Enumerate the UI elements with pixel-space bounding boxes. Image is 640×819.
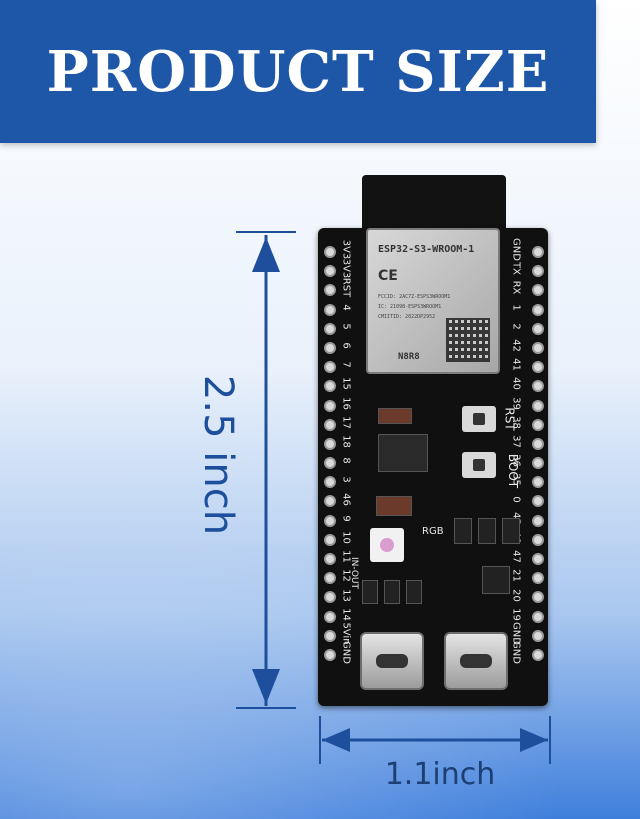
header-pin bbox=[532, 399, 544, 412]
header-pin bbox=[324, 380, 336, 393]
header-pin bbox=[532, 495, 544, 508]
header-pin bbox=[324, 399, 336, 412]
rst-button bbox=[462, 406, 496, 432]
header-pin bbox=[532, 553, 544, 565]
header-pin bbox=[324, 553, 336, 565]
header-pin bbox=[532, 246, 544, 258]
header-pin bbox=[324, 322, 336, 335]
module-cert-3: CMIITID: 2022DP2952 bbox=[378, 314, 436, 320]
header-pin bbox=[532, 610, 544, 623]
height-label: 2.5 inch bbox=[195, 374, 241, 536]
usb-uart-chip bbox=[482, 566, 510, 594]
module-cert-2: IC: 21098-ESPS3WROOM1 bbox=[378, 304, 442, 310]
smd-part-3 bbox=[502, 518, 520, 544]
pin-label: GND bbox=[340, 641, 352, 665]
header-pin bbox=[324, 495, 336, 508]
header-pin bbox=[324, 629, 336, 642]
header-pin bbox=[532, 265, 544, 278]
diode-2 bbox=[384, 580, 400, 604]
capacitor-2 bbox=[376, 496, 412, 516]
header-pin bbox=[324, 457, 336, 470]
height-arrow-head-up bbox=[252, 237, 280, 272]
header-pin bbox=[324, 341, 336, 354]
boot-label: BOOT bbox=[506, 453, 521, 489]
header-pin bbox=[324, 476, 336, 489]
capacitor bbox=[378, 408, 412, 424]
header-pin bbox=[532, 418, 544, 431]
header-banner: PRODUCT SIZE bbox=[0, 0, 596, 143]
rst-label: RST bbox=[502, 407, 517, 431]
header-pin bbox=[324, 533, 336, 546]
header-pin bbox=[324, 303, 336, 316]
header-pin bbox=[532, 514, 544, 527]
rgb-label: RGB bbox=[422, 526, 444, 537]
diode-1 bbox=[362, 580, 378, 604]
header-pin bbox=[532, 284, 544, 297]
voltage-regulator bbox=[378, 434, 428, 472]
header-pin bbox=[324, 610, 336, 623]
usb-c-port-left bbox=[360, 632, 424, 690]
module-cert-1: FCCID: 2AC7Z-ESPS3WROOM1 bbox=[378, 294, 451, 300]
esp32-module: ESP32-S3-WROOM-1 CE FCCID: 2AC7Z-ESPS3WR… bbox=[366, 228, 500, 374]
width-arrow-head-right bbox=[520, 728, 548, 752]
boot-button bbox=[462, 452, 496, 478]
header-pin bbox=[532, 341, 544, 354]
header-pin bbox=[324, 284, 336, 297]
diode-3 bbox=[406, 580, 422, 604]
module-name: ESP32-S3-WROOM-1 bbox=[378, 244, 475, 255]
header-pin bbox=[532, 322, 544, 335]
header-pin bbox=[532, 437, 544, 450]
smd-part-1 bbox=[454, 518, 472, 544]
smd-part-2 bbox=[478, 518, 496, 544]
header-pin bbox=[324, 418, 336, 431]
header-pin bbox=[324, 572, 336, 585]
header-pin bbox=[324, 361, 336, 374]
header-pin bbox=[532, 361, 544, 374]
header-pin bbox=[532, 476, 544, 489]
header-pin bbox=[532, 303, 544, 316]
header-pin bbox=[532, 572, 544, 585]
rgb-led bbox=[370, 528, 404, 562]
header-pin bbox=[324, 437, 336, 450]
usb-c-port-right bbox=[444, 632, 508, 690]
ce-mark: CE bbox=[378, 268, 398, 284]
header-pin bbox=[324, 246, 336, 258]
header-pin bbox=[324, 648, 336, 661]
width-label: 1.1inch bbox=[384, 757, 496, 792]
header-pin bbox=[532, 648, 544, 661]
header-pin bbox=[532, 380, 544, 393]
height-arrow-head-down bbox=[252, 669, 280, 704]
header-pin bbox=[532, 629, 544, 642]
module-variant: N8R8 bbox=[398, 352, 420, 362]
width-arrow-head-left bbox=[322, 728, 350, 752]
header-pin bbox=[324, 591, 336, 604]
antenna-area bbox=[362, 175, 506, 235]
header-pin bbox=[532, 457, 544, 470]
header-pin bbox=[324, 265, 336, 278]
header-pin bbox=[532, 533, 544, 546]
qr-code bbox=[446, 318, 490, 362]
pin-label: GND bbox=[510, 641, 522, 665]
header-pin bbox=[324, 514, 336, 527]
right-pin-header: GNDTXRX1242414039383736350454847212019GN… bbox=[511, 238, 544, 668]
in-out-label: IN-OUT bbox=[349, 556, 360, 590]
page-title: PRODUCT SIZE bbox=[46, 38, 550, 105]
header-pin bbox=[532, 591, 544, 604]
